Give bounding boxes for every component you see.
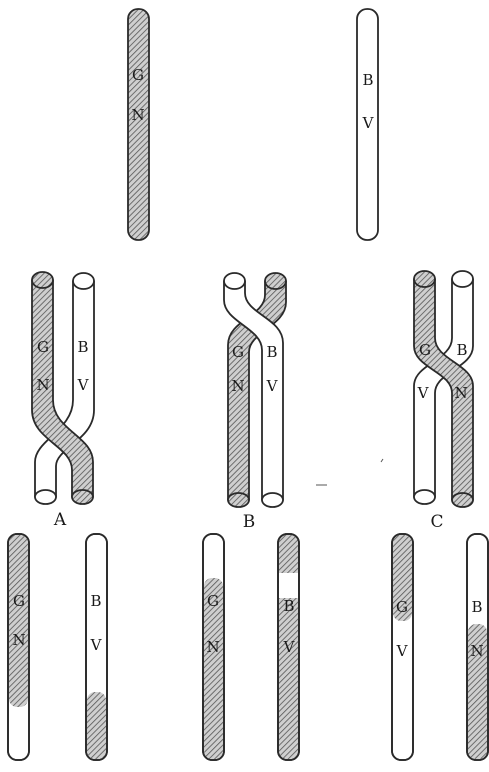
gene-label: N (131, 106, 144, 124)
gene-label: N (12, 631, 25, 649)
gene-label: G (396, 598, 408, 616)
result-b-left: G N (203, 534, 224, 760)
parent-chromosome-hatched: G N (128, 9, 149, 240)
gene-label: V (266, 377, 279, 395)
crossing-b: G N B V B (224, 273, 286, 532)
gene-label: G (232, 343, 244, 361)
gene-label: B (283, 597, 294, 615)
gene-label: G (207, 592, 219, 610)
gene-label: B (90, 592, 101, 610)
gene-label: B (362, 71, 373, 89)
caption-b: B (243, 512, 256, 532)
parent-chromosome-plain: B V (357, 9, 378, 240)
result-b-right: B V (278, 534, 299, 760)
gene-label: N (206, 638, 219, 656)
gene-label: N (36, 376, 49, 394)
gene-label: B (471, 598, 482, 616)
gene-label: V (90, 636, 103, 654)
gene-label: V (417, 384, 430, 402)
crossing-a: G N B V A (32, 272, 94, 530)
gene-label: G (419, 341, 431, 359)
caption-a: A (53, 510, 67, 530)
result-a-left: G N (8, 534, 29, 760)
gene-label: N (454, 384, 467, 402)
result-c-left: G V (392, 534, 413, 760)
stray-mark (381, 459, 383, 462)
gene-label: B (456, 341, 467, 359)
gene-label: B (77, 338, 88, 356)
result-c-right: B N (467, 534, 488, 760)
gene-label: N (470, 642, 483, 660)
crossing-c: G V B N C (414, 271, 473, 532)
result-a-right: B V (86, 534, 107, 760)
gene-label: V (362, 114, 375, 132)
gene-label: G (37, 338, 49, 356)
gene-label: V (283, 638, 296, 656)
gene-label: G (132, 66, 144, 84)
gene-label: N (231, 377, 244, 395)
gene-label: B (266, 343, 277, 361)
gene-label: V (396, 642, 409, 660)
gene-label: G (13, 592, 25, 610)
caption-c: C (430, 512, 443, 532)
gene-label: V (77, 376, 90, 394)
